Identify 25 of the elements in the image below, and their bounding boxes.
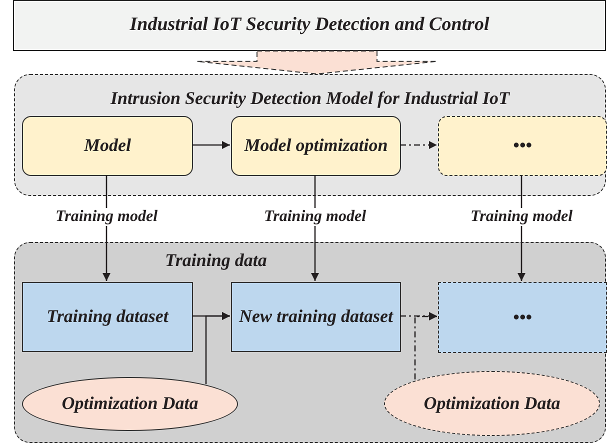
node-label: Model optimization bbox=[244, 136, 388, 156]
node-label: ••• bbox=[513, 308, 532, 328]
title-banner bbox=[13, 0, 606, 51]
node-label: ••• bbox=[513, 136, 532, 156]
group-title: Intrusion Security Detection Model for Industrial IoT bbox=[109, 89, 511, 109]
arrow bbox=[205, 312, 230, 384]
arrow bbox=[192, 141, 230, 149]
data-box bbox=[22, 282, 193, 352]
node-label: New training dataset bbox=[238, 307, 394, 327]
block-arrow bbox=[196, 50, 438, 74]
arrow bbox=[400, 141, 437, 149]
data-box bbox=[438, 282, 607, 353]
node-label: Model bbox=[84, 136, 131, 156]
node-label: Optimization Data bbox=[424, 394, 560, 414]
node-label: Optimization Data bbox=[62, 394, 198, 414]
arrow bbox=[414, 312, 437, 380]
process-box bbox=[231, 116, 401, 176]
group-panel bbox=[14, 74, 606, 196]
data-box bbox=[231, 282, 401, 352]
node-label: Training dataset bbox=[46, 307, 168, 327]
group-panel bbox=[14, 242, 606, 443]
title-text: Industrial IoT Security Detection and Control bbox=[130, 15, 490, 36]
process-box bbox=[22, 116, 193, 176]
process-box bbox=[438, 116, 607, 176]
group-title: Training data bbox=[165, 251, 267, 271]
